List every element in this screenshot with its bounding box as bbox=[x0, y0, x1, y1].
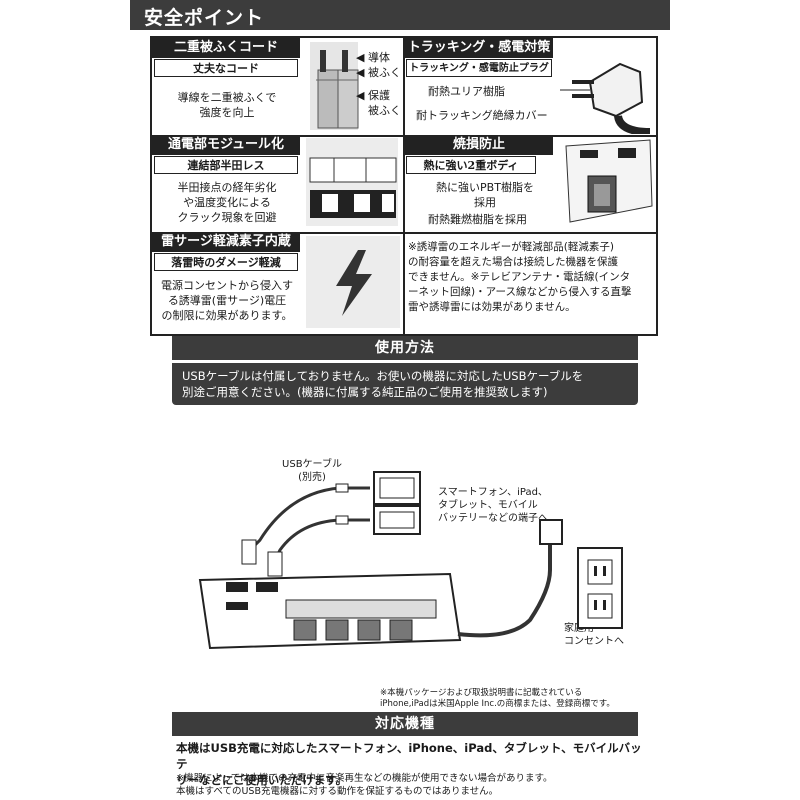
body-illustration bbox=[565, 139, 653, 223]
desc-module: 半田接点の経年劣化や温度変化によるクラック現象を回避 bbox=[177, 181, 277, 224]
sub-module: 連結部半田レス bbox=[154, 156, 298, 174]
safety-grid bbox=[150, 36, 658, 336]
heading-burn: 焼損防止 bbox=[405, 135, 553, 155]
compat-title: 対応機種 bbox=[172, 712, 638, 736]
sub-surge: 落雷時のダメージ軽減 bbox=[154, 253, 298, 271]
callout-tracking-1: 耐熱ユリア樹脂 bbox=[428, 85, 505, 98]
heading-surge: 雷サージ軽減素子内蔵 bbox=[152, 232, 300, 252]
heading-module: 通電部モジュール化 bbox=[152, 135, 300, 155]
usage-box: USBケーブルは付属しておりません。お使いの機器に対応したUSBケーブルを 別途… bbox=[172, 363, 638, 405]
callout-double-cord: ◀ 導体 ◀ 被ふく ◀ 保護 被ふく bbox=[356, 51, 401, 117]
surge-note: ※誘導雷のエネルギーが軽減部品(軽減素子) の耐容量を超えた場合は接続した機器を… bbox=[408, 241, 632, 313]
sub-tracking: トラッキング・感電防止プラグ bbox=[406, 59, 552, 77]
connection-diagram bbox=[198, 471, 623, 650]
callout-burn-1: 熱に強いPBT樹脂を採用 bbox=[436, 181, 534, 209]
sub-burn: 熱に強い2重ボディ bbox=[406, 156, 536, 174]
desc-surge: 電源コンセントから侵入する誘導雷(雷サージ)電圧の制限に効果があります。 bbox=[161, 279, 293, 322]
section-title: 安全ポイント bbox=[144, 7, 265, 29]
cord-illustration bbox=[310, 42, 359, 130]
lightning-icon bbox=[306, 236, 400, 328]
desc-double-cord: 導線を二重被ふくで強度を向上 bbox=[177, 91, 277, 119]
heading-tracking: トラッキング・感電対策 bbox=[405, 38, 553, 58]
callout-burn-2: 耐熱難燃樹脂を採用 bbox=[428, 213, 527, 226]
heading-double-cord: 二重被ふくコード bbox=[152, 38, 300, 58]
grid-divider bbox=[403, 38, 405, 334]
usage-title: 使用方法 bbox=[172, 336, 638, 360]
callout-tracking-2: 耐トラッキング絶縁カバー bbox=[416, 109, 548, 122]
module-illustration bbox=[306, 138, 398, 226]
plug-illustration bbox=[560, 62, 651, 134]
compat-notes: ※機器によっては本機での充電中に音楽再生などの機能が使用できない場合があります。… bbox=[176, 773, 553, 797]
device-label: スマートフォン、iPad、タブレット、モバイルバッテリーなどの端子へ bbox=[438, 487, 548, 524]
trademark-note: ※本機パッケージおよび取扱説明書に記載されている iPhone,iPadは米国A… bbox=[380, 688, 615, 709]
usb-cable-label: USBケーブル(別売) bbox=[282, 459, 342, 483]
sub-double-cord: 丈夫なコード bbox=[154, 59, 298, 77]
grid-divider bbox=[152, 135, 656, 137]
grid-divider bbox=[152, 232, 656, 234]
section-header-safety: 安全ポイント bbox=[130, 0, 670, 30]
compat-text: 本機はUSB充電に対応したスマートフォン、iPhone、iPad、タブレット、モ… bbox=[176, 741, 642, 787]
